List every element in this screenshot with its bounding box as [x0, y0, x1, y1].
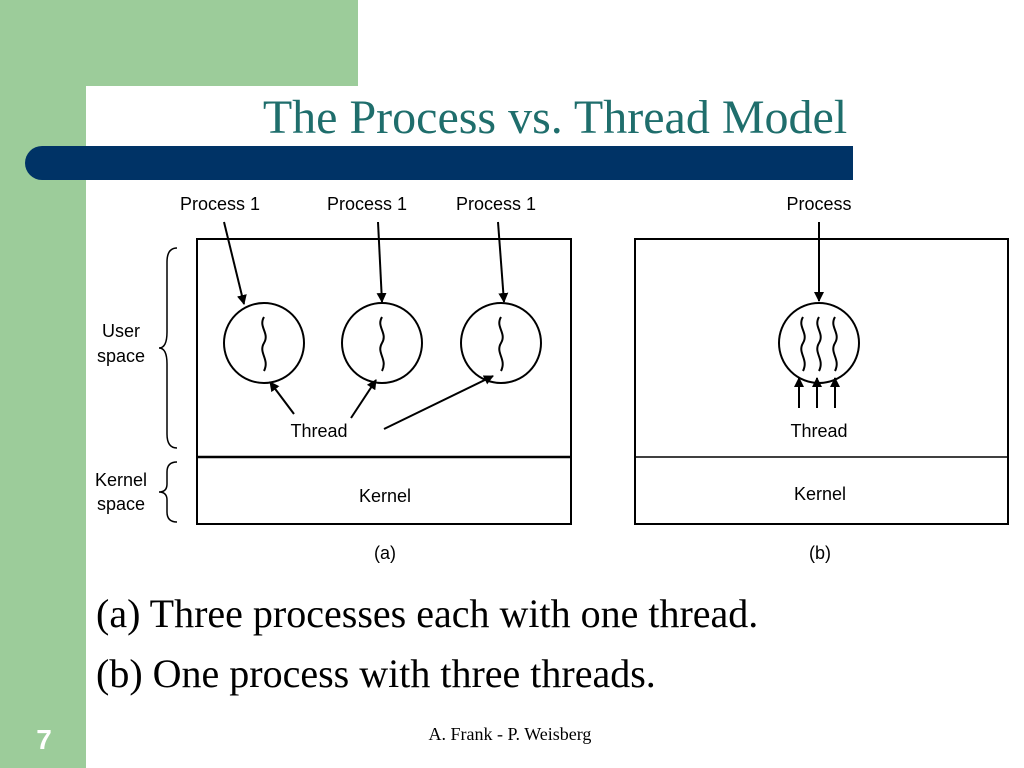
panel-a-process-circle-1: [223, 302, 305, 384]
panel-a-process-arrow-3: [497, 221, 509, 303]
panel-a-process-circle-3: [460, 302, 542, 384]
kernel-space-label-line1: Kernel: [95, 470, 147, 490]
panel-a-process-label-3: Process 1: [456, 194, 536, 214]
panel-b-thread-label: Thread: [790, 421, 847, 441]
panel-a-process-circle-2: [341, 302, 423, 384]
slide-number: 7: [36, 724, 52, 755]
slide-footer: A. Frank - P. Weisberg: [428, 724, 592, 744]
user-space-label-line2: space: [97, 346, 145, 366]
panel-b-kernel-label: Kernel: [794, 484, 846, 504]
sidebar-green-vertical: [0, 0, 86, 768]
panel-a-process-arrow-2: [376, 221, 387, 303]
panel-b-box: [634, 238, 1009, 525]
panel-b-thread-squiggle-1: [800, 316, 806, 372]
panel-a-thread-label: Thread: [290, 421, 347, 441]
panel-a-caption-label: (a): [374, 543, 396, 563]
panel-a-box: [196, 238, 572, 525]
panel-a-thread-squiggle-3: [498, 316, 504, 372]
panel-b-thread-squiggle-2: [816, 316, 822, 372]
panel-a-process-label-1: Process 1: [180, 194, 260, 214]
panel-a-kernel-label: Kernel: [359, 486, 411, 506]
title-underline-bar: [25, 146, 853, 180]
panel-b-thread-squiggle-3: [832, 316, 838, 372]
caption-a: (a) Three processes each with one thread…: [96, 591, 759, 636]
panel-a-thread-arrow-3: [383, 375, 494, 430]
sidebar-green-top: [0, 0, 358, 86]
panel-b-caption-label: (b): [809, 543, 831, 563]
panel-a-process-label-2: Process 1: [327, 194, 407, 214]
kernel-space-brace: [158, 461, 178, 523]
panel-a-process-arrow-1: [223, 221, 247, 305]
panel-a-thread-squiggle-2: [379, 316, 385, 372]
panel-b-process-label: Process: [786, 194, 851, 214]
panel-a-thread-arrow-2: [350, 379, 377, 419]
kernel-space-label-line2: space: [97, 494, 145, 514]
user-space-label-line1: User: [102, 321, 140, 341]
slide-title: The Process vs. Thread Model: [262, 91, 848, 144]
panel-a-thread-squiggle-1: [261, 316, 267, 372]
caption-b: (b) One process with three threads.: [96, 651, 656, 696]
user-space-brace: [158, 247, 178, 449]
panel-a-thread-arrow-1: [269, 381, 295, 415]
